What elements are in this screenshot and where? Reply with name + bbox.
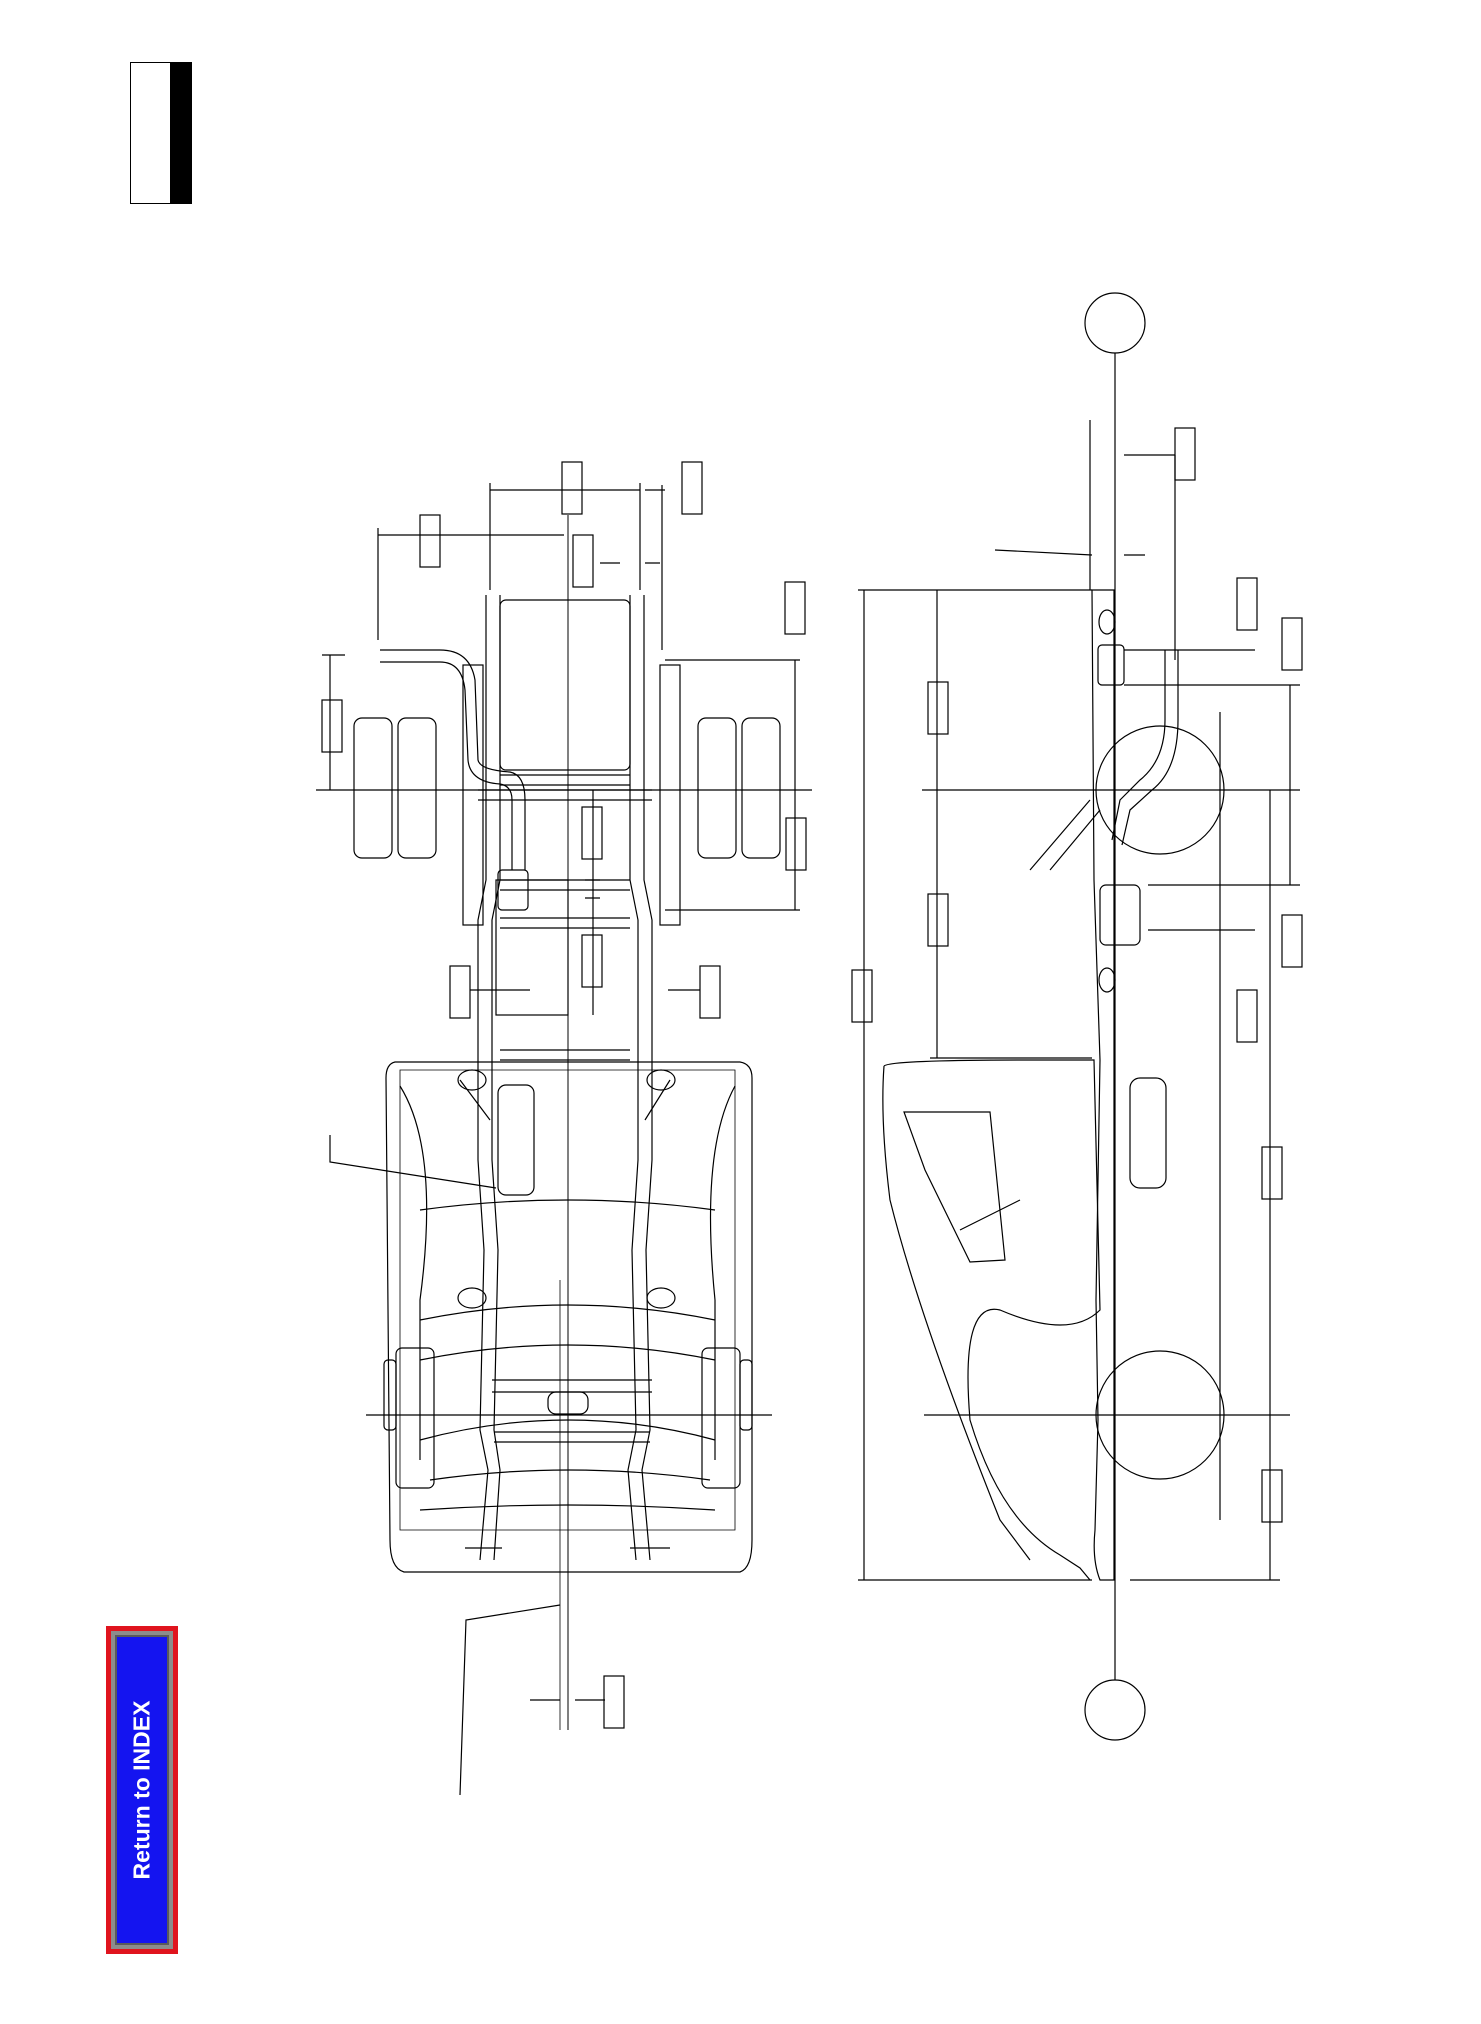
section-tab-white: [130, 62, 172, 204]
side-view-frame: [851, 292, 1303, 1741]
return-to-index-face[interactable]: Return to INDEX: [115, 1635, 169, 1945]
return-to-index-button[interactable]: Return to INDEX: [106, 1626, 178, 1954]
top-view-frame: [316, 461, 812, 1796]
return-to-index-label: Return to INDEX: [128, 1700, 155, 1880]
section-tab-black: [170, 62, 192, 204]
section-tab-marker: [130, 62, 192, 204]
